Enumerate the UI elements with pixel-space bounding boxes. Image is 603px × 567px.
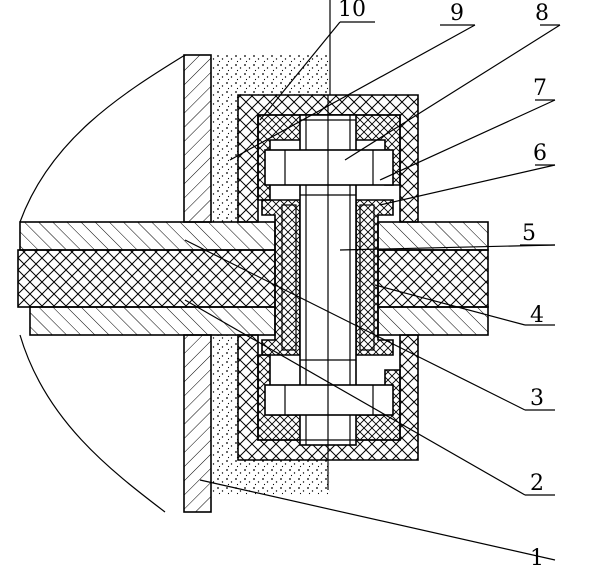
callout-1: 1 [530,546,544,567]
leader-10 [259,21,341,121]
leader-6 [379,164,556,206]
leader-2 [184,299,526,496]
leader-8 [344,24,561,161]
plate-right-core [377,249,489,308]
callout-3: 3 [530,386,544,411]
callout-7: 7 [533,76,547,101]
plate-bottom-part-3 [29,306,276,336]
sleeve-inner-left [281,204,297,351]
leader-3 [184,239,526,411]
callout-10: 10 [338,0,366,22]
plate-top-part-3 [19,221,276,251]
callout-5: 5 [522,221,536,246]
callout-4: 4 [530,303,544,328]
filler-part-10 [211,55,330,222]
plate-core-part-4 [17,249,276,308]
nut-bottom-part-7 [264,384,394,416]
leader-1 [199,479,556,561]
wall-plate-part-1-lower [183,334,212,513]
outline-curve [19,54,186,513]
callout-2: 2 [530,471,544,496]
leader-9 [229,24,476,161]
leader-7 [379,99,556,181]
nut-top-part-7 [264,149,394,186]
leader-4 [374,284,526,326]
wall-plate-part-1 [183,54,212,223]
plate-right-top [377,221,489,251]
callout-9: 9 [450,1,464,26]
leader-5 [339,244,556,251]
sleeve-inner-right [359,204,375,351]
leader-lines [184,21,561,561]
filler-part-10-lower [211,335,330,495]
callout-6: 6 [533,141,547,166]
callout-8: 8 [535,1,549,26]
